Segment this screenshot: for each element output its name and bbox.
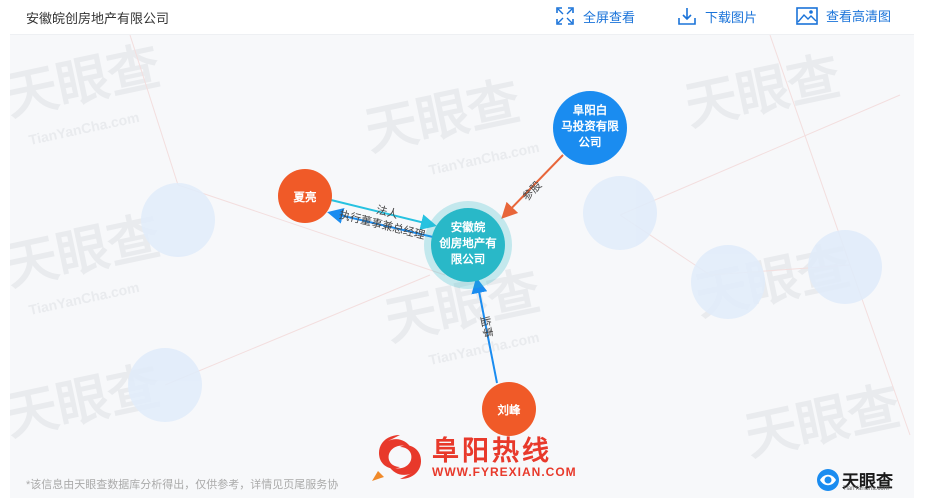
page-title: 安徽皖创房地产有限公司 xyxy=(26,11,170,26)
edge-supervisor xyxy=(471,277,498,384)
brand-url: WWW.FYREXIAN.COM xyxy=(432,465,577,479)
fullscreen-button[interactable]: 全屏查看 xyxy=(555,6,635,26)
person-node-liufeng[interactable]: 刘峰 xyxy=(482,382,536,436)
download-label: 下载图片 xyxy=(705,9,758,25)
edge-legal-rep xyxy=(330,199,437,230)
watermark-text: 天眼查 xyxy=(680,48,845,137)
person-node-xialiang[interactable]: 夏亮 xyxy=(278,169,332,223)
brand-name: 阜阳热线 xyxy=(432,436,552,467)
top-bar: 安徽皖创房地产有限公司 全屏查看 下载图片 查看高清图 xyxy=(10,0,914,35)
shareholder-company-node[interactable]: 阜阳白 马投资有限 公司 xyxy=(553,91,627,165)
edge-label-supervisor: 监事 xyxy=(478,315,495,339)
page: 安徽皖创房地产有限公司 全屏查看 下载图片 查看高清图 xyxy=(10,0,914,498)
corner-logo-sub: TianYanCha.com xyxy=(843,486,889,492)
fullscreen-label: 全屏查看 xyxy=(583,9,636,25)
site-watermark-logo: 阜阳热线 WWW.FYREXIAN.COM xyxy=(370,427,590,487)
swirl-icon xyxy=(372,435,422,481)
image-icon xyxy=(796,6,818,25)
edge-shareholder xyxy=(501,154,564,219)
background-edges xyxy=(129,35,911,436)
graph-canvas[interactable]: 天眼查 天眼查 天眼查 天眼查 天眼查 天眼查 天眼查 天眼查 TianYanC… xyxy=(10,35,914,498)
corner-logo-name: 天眼查 xyxy=(842,472,893,491)
relationship-graph: 天眼查 天眼查 天眼查 天眼查 天眼查 天眼查 天眼查 天眼查 TianYanC… xyxy=(10,35,911,467)
watermark-text: 天眼查 xyxy=(740,378,905,467)
center-node-line-2: 创房地产有 xyxy=(438,236,497,250)
center-node-line-1: 安徽皖 xyxy=(451,220,486,234)
center-company-node[interactable]: 安徽皖 创房地产有 限公司 xyxy=(424,201,512,289)
disclaimer-note: *该信息由天眼查数据库分析得出，仅供参考，详情见页尾服务协 xyxy=(26,479,339,491)
fullscreen-icon xyxy=(556,7,574,25)
corner-logo: 天眼查 TianYanCha.com xyxy=(816,468,906,492)
download-image-button[interactable]: 下载图片 xyxy=(677,6,757,26)
download-icon xyxy=(678,8,696,25)
person-name: 夏亮 xyxy=(294,190,317,204)
company-node-line-3: 公司 xyxy=(579,136,602,149)
person-name: 刘峰 xyxy=(498,403,521,417)
company-node-line-1: 阜阳白 xyxy=(573,103,608,117)
hd-label: 查看高清图 xyxy=(826,9,892,24)
center-node-line-3: 限公司 xyxy=(451,252,486,266)
eye-logo-icon xyxy=(817,469,839,491)
view-hd-button[interactable]: 查看高清图 xyxy=(796,6,891,25)
edge-executive xyxy=(327,207,434,238)
background-nodes xyxy=(128,176,882,422)
company-node-line-2: 马投资有限 xyxy=(561,119,619,133)
watermark-text: 天眼查 xyxy=(10,38,165,127)
edge-label-shareholder: 参股 xyxy=(519,178,544,204)
